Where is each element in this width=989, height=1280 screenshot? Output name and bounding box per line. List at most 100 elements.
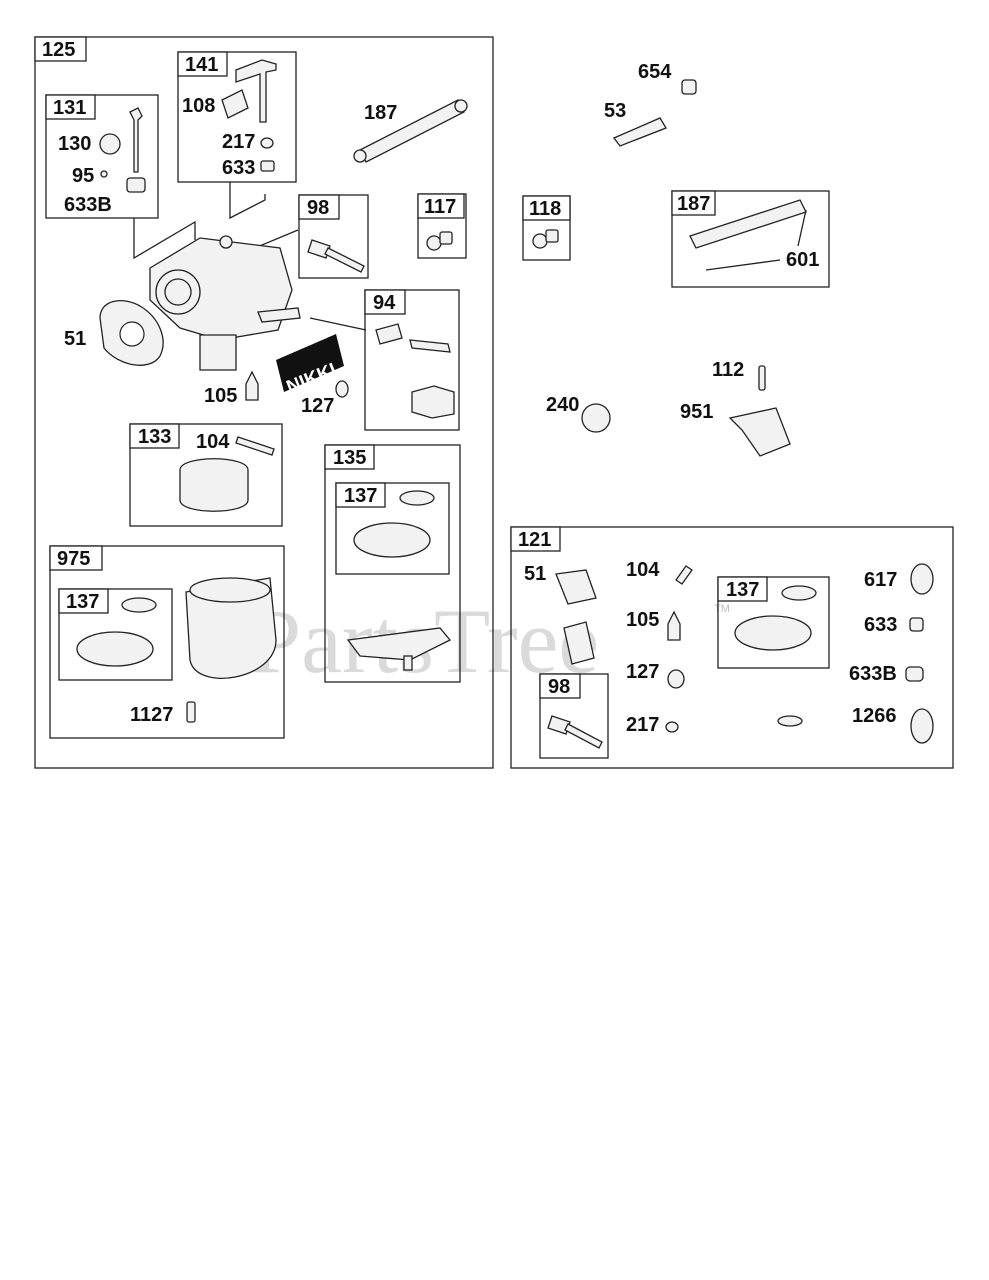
part-label-1266[interactable]: 1266 [852, 705, 897, 727]
part-label-601[interactable]: 601 [786, 249, 819, 271]
group-187-boxed[interactable]: 187 [671, 190, 830, 288]
group-98-top[interactable]: 98 [298, 194, 369, 279]
part-label-654[interactable]: 654 [638, 61, 672, 83]
group-117[interactable]: 117 [417, 193, 467, 259]
spring-98-bottom-part [547, 715, 571, 735]
choke-plate-part [221, 89, 249, 119]
leader-94 [309, 317, 367, 331]
part-label-104-left[interactable]: 104 [196, 431, 230, 453]
group-121[interactable]: 121 [510, 526, 954, 769]
part-label-217-top[interactable]: 217 [222, 131, 255, 153]
part-label-633-right[interactable]: 633 [864, 614, 897, 636]
washer-127-right-part [667, 669, 685, 689]
seal-633-right-part [909, 617, 924, 632]
group-121-label: 121 [518, 529, 551, 551]
group-137-in-975[interactable]: 137 [58, 588, 173, 681]
part-label-51-left[interactable]: 51 [64, 328, 86, 350]
part-label-53[interactable]: 53 [604, 100, 626, 122]
bolt-1127-part [186, 701, 196, 723]
group-125-label: 125 [42, 39, 75, 61]
leader-141 [229, 182, 266, 220]
gasket-137-part [353, 522, 431, 558]
part-label-633B-right[interactable]: 633B [849, 663, 897, 685]
group-98-top-label: 98 [307, 197, 329, 219]
seal-633-part [260, 160, 275, 172]
group-137-in-135[interactable]: 137 [335, 482, 450, 575]
group-118[interactable]: 118 [522, 195, 571, 261]
group-137-in-121-label: 137 [726, 579, 759, 601]
group-133[interactable]: 133 [129, 423, 283, 527]
fitting-53-part [612, 117, 667, 147]
throttle-shaft-part [129, 107, 143, 173]
group-137-in-975-label: 137 [66, 591, 99, 613]
group-975-label: 975 [57, 548, 90, 570]
pin-112-part [758, 365, 766, 391]
fuel-bowl-975-part [185, 577, 277, 679]
group-137-in-121[interactable]: 137 [717, 576, 830, 669]
part-label-105-right[interactable]: 105 [626, 609, 659, 631]
part-label-51-right[interactable]: 51 [524, 563, 546, 585]
part-label-104-right[interactable]: 104 [626, 559, 660, 581]
group-135[interactable]: 135 [324, 444, 461, 683]
jet-118-part [545, 229, 559, 243]
screw-95-part [100, 170, 108, 178]
group-975[interactable]: 975 [49, 545, 285, 739]
fuel-line-187-top-part [353, 99, 468, 163]
jet-117-part [439, 231, 453, 245]
group-98-bottom-label: 98 [548, 676, 570, 698]
oring-1266-part [910, 708, 934, 744]
oring-617-part [910, 563, 934, 595]
carburetor-body[interactable] [149, 235, 301, 371]
group-135-label: 135 [333, 447, 366, 469]
clip-217-part [260, 137, 274, 149]
leader-131 [133, 218, 196, 260]
group-98-bottom[interactable]: 98 [539, 673, 609, 759]
part-label-217-right[interactable]: 217 [626, 714, 659, 736]
gasket-51-right-part [555, 569, 597, 605]
spring-98-part [307, 239, 331, 259]
group-141-label: 141 [185, 54, 218, 76]
part-label-112[interactable]: 112 [712, 359, 744, 381]
part-label-95[interactable]: 95 [72, 165, 94, 187]
part-label-633B-top[interactable]: 633B [64, 194, 112, 216]
part-label-1127[interactable]: 1127 [130, 704, 173, 726]
spring-94-part [375, 323, 403, 345]
group-125[interactable]: 125 [34, 36, 494, 769]
group-131[interactable]: 131 [45, 94, 159, 219]
throttle-plate-130-part [99, 133, 121, 155]
leader-601-a [797, 209, 807, 247]
group-94-label: 94 [373, 292, 396, 314]
pin-104-part [235, 436, 275, 456]
pin-104-right-part [675, 565, 693, 585]
pin-94-part [409, 339, 451, 353]
part-label-108[interactable]: 108 [182, 95, 215, 117]
group-117-label: 117 [424, 196, 456, 218]
primer-240-part [581, 403, 611, 433]
group-94[interactable]: 94 [364, 289, 460, 431]
group-187-boxed-label: 187 [677, 193, 710, 215]
nikki-decal: NIKKI [276, 334, 344, 398]
bowl-plate-135-part [346, 627, 452, 661]
part-label-127-right[interactable]: 127 [626, 661, 659, 683]
group-131-label: 131 [53, 97, 86, 119]
part-label-130[interactable]: 130 [58, 133, 91, 155]
part-label-187-top[interactable]: 187 [364, 102, 397, 124]
needle-105-right-part [667, 610, 681, 641]
group-133-label: 133 [138, 426, 171, 448]
group-118-label: 118 [529, 198, 561, 220]
part-label-951[interactable]: 951 [680, 401, 713, 423]
group-141[interactable]: 141 [177, 51, 297, 183]
bracket-951-part [728, 407, 791, 457]
screw-98-part [324, 247, 365, 273]
float-133-part [179, 458, 249, 512]
seal-633B-right-part [905, 666, 924, 682]
group-137-in-135-label: 137 [344, 485, 377, 507]
part-label-617[interactable]: 617 [864, 569, 897, 591]
part-label-240[interactable]: 240 [546, 394, 579, 416]
part-label-127-left[interactable]: 127 [301, 395, 334, 417]
watermark-tm: TM [714, 603, 730, 615]
part-label-105-left[interactable]: 105 [204, 385, 237, 407]
part-label-633-top[interactable]: 633 [222, 157, 255, 179]
seal-633B-part [126, 177, 146, 193]
